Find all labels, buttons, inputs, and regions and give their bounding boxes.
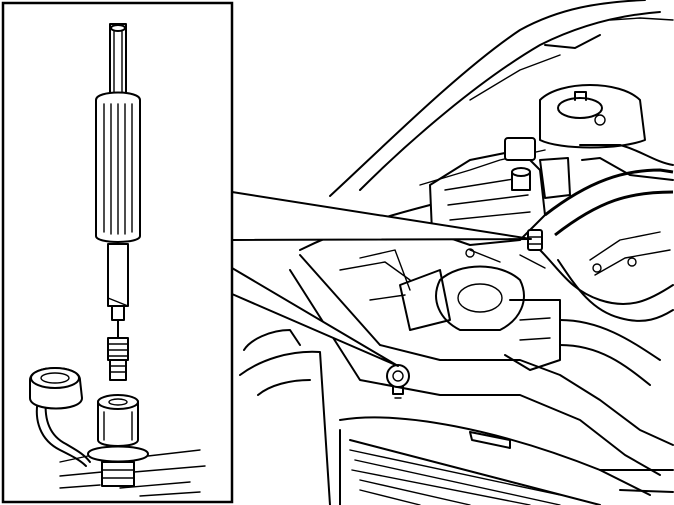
front-crossmember bbox=[289, 254, 674, 476]
callout-leader bbox=[231, 191, 532, 367]
engine-block bbox=[429, 137, 571, 246]
intake-hoses bbox=[539, 144, 674, 322]
service-valve bbox=[386, 364, 410, 399]
lower-engine-parts bbox=[359, 248, 661, 386]
valve-core bbox=[107, 319, 129, 381]
front-bumper bbox=[239, 329, 674, 505]
mounting-pipe bbox=[59, 449, 206, 497]
valve-tool bbox=[95, 23, 141, 321]
valve-fitting bbox=[87, 394, 149, 487]
hood bbox=[329, 0, 674, 197]
engine-compartment-view bbox=[239, 0, 674, 505]
inset-panel bbox=[1, 1, 234, 504]
protective-cap bbox=[29, 367, 91, 467]
strut-tower bbox=[539, 84, 646, 149]
